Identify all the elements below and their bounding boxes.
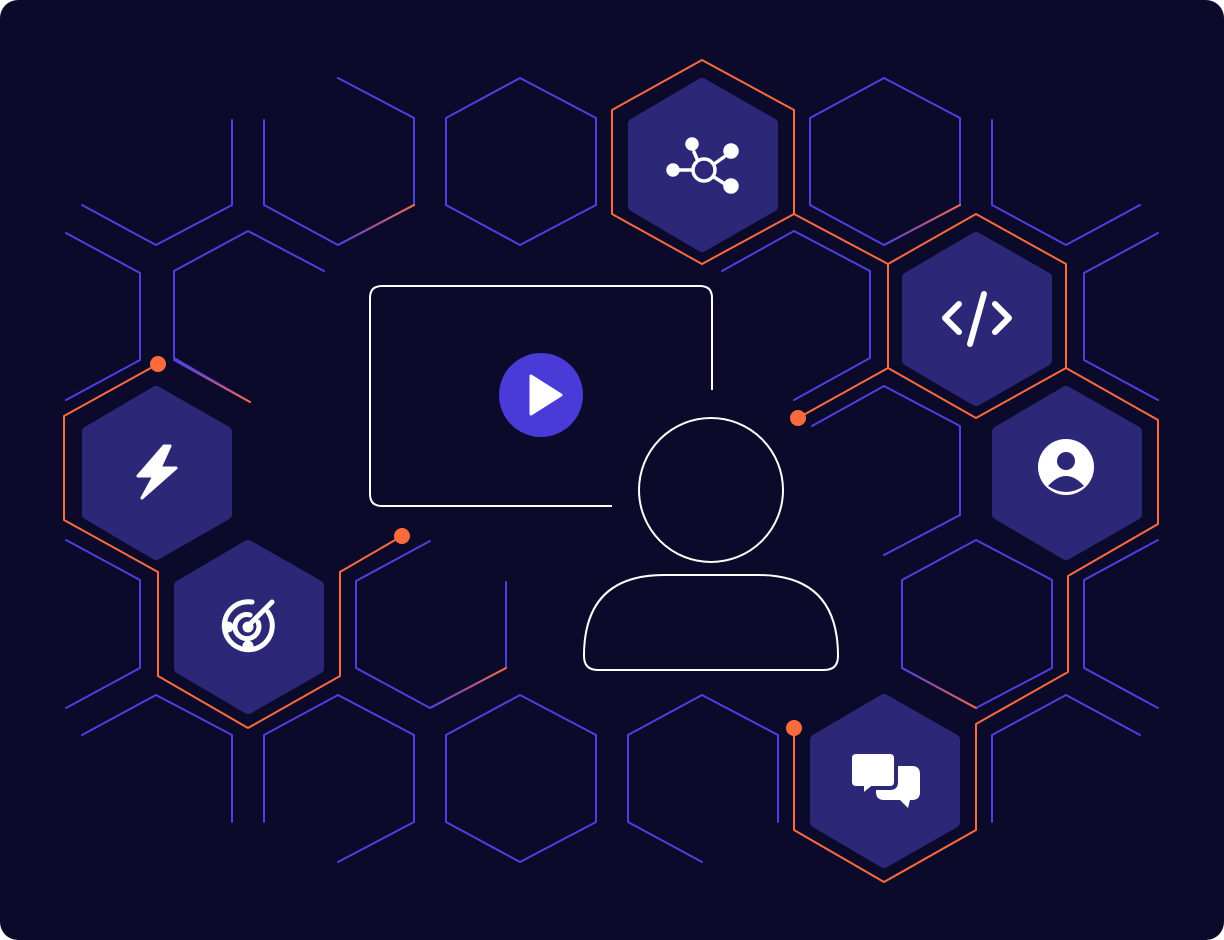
node-dot bbox=[786, 720, 802, 736]
orange-circuit-lines bbox=[63, 59, 1159, 883]
user-profile-icon bbox=[1038, 439, 1094, 495]
node-dot bbox=[150, 356, 166, 372]
gradient-edges bbox=[173, 204, 977, 823]
person-body bbox=[582, 574, 840, 671]
play-button[interactable] bbox=[499, 353, 583, 437]
video-frame bbox=[369, 285, 713, 507]
person-outline-icon bbox=[582, 417, 840, 671]
code-brackets-icon bbox=[942, 291, 1012, 347]
node-dot bbox=[394, 528, 410, 544]
hexagon-grid bbox=[65, 77, 1159, 863]
video-player bbox=[369, 285, 713, 507]
target-aim-icon bbox=[221, 599, 275, 653]
node-dot bbox=[790, 410, 806, 426]
person-head bbox=[638, 417, 784, 563]
network-hub-icon bbox=[666, 137, 739, 194]
lightning-bolt-icon bbox=[136, 444, 178, 500]
play-icon bbox=[529, 374, 563, 416]
orange-nodes bbox=[150, 356, 806, 736]
chat-bubbles-icon bbox=[848, 750, 920, 808]
